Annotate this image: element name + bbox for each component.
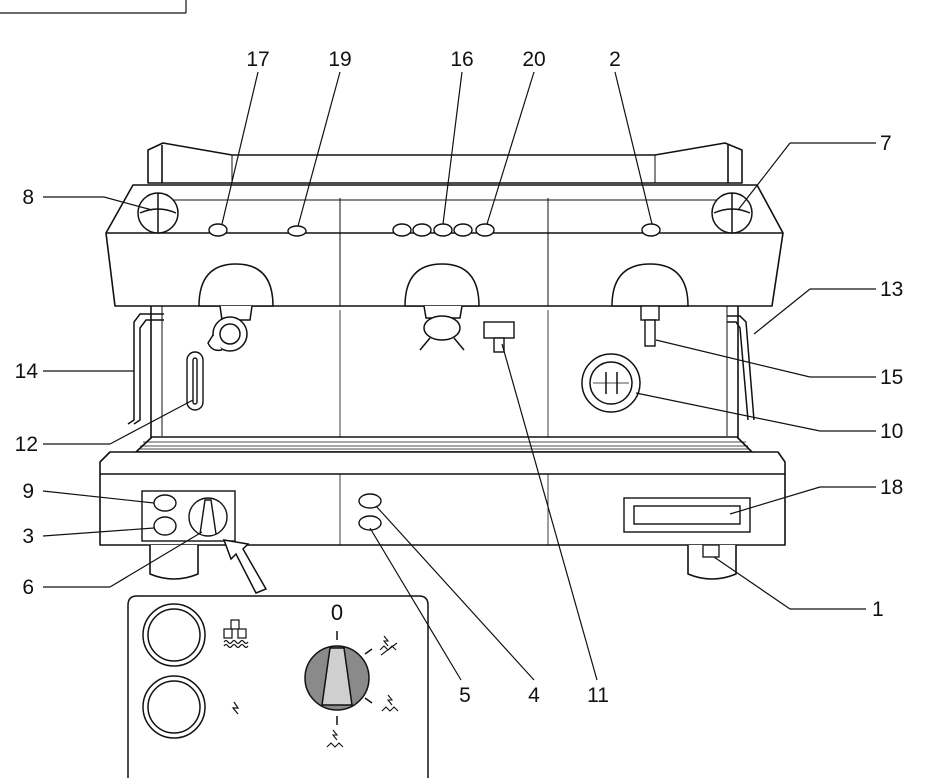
lcd-display xyxy=(623,497,751,533)
callout-2: 2 xyxy=(609,48,621,71)
lightning-heater-full-icon xyxy=(326,729,344,748)
detail-inset xyxy=(127,595,429,778)
heater-elements-icon xyxy=(223,619,249,649)
steam-knob-left xyxy=(137,192,179,234)
callout-8: 8 xyxy=(22,186,34,209)
portafilter-center xyxy=(419,305,465,351)
steam-wands xyxy=(127,313,755,425)
callout-5: 5 xyxy=(459,684,471,707)
callout-10: 10 xyxy=(880,420,903,443)
callout-19: 19 xyxy=(328,48,351,71)
callout-14: 14 xyxy=(15,360,39,383)
callout-11: 11 xyxy=(587,684,609,707)
callout-1: 1 xyxy=(872,598,884,621)
top-buttons xyxy=(208,223,661,237)
callout-3: 3 xyxy=(22,525,34,548)
machine-body xyxy=(99,142,786,580)
hot-water-spout xyxy=(483,321,515,353)
frame-lines xyxy=(0,0,187,14)
callout-12: 12 xyxy=(15,433,38,456)
callout-16: 16 xyxy=(450,48,473,71)
callout-labels: 17 19 16 20 2 8 7 13 14 15 12 10 9 18 3 … xyxy=(15,48,904,707)
callout-20: 20 xyxy=(522,48,545,71)
steam-knob-right xyxy=(711,192,753,234)
leader-lines xyxy=(42,71,876,681)
callout-7: 7 xyxy=(880,132,892,155)
lower-control-panel xyxy=(141,490,236,542)
dial-zero-label: 0 xyxy=(331,600,343,625)
lightning-heater-crossed-icon xyxy=(379,635,398,656)
callout-6: 6 xyxy=(22,576,34,599)
group-heads xyxy=(198,263,689,307)
steam-spout-right xyxy=(640,305,660,347)
callout-4: 4 xyxy=(528,684,540,707)
callout-9: 9 xyxy=(22,480,34,503)
power-lightning-icon xyxy=(231,701,240,715)
portafilter-left xyxy=(207,305,253,352)
callout-18: 18 xyxy=(880,476,903,499)
adjustable-foot xyxy=(702,544,720,558)
pressure-gauge xyxy=(581,353,641,413)
lightning-heater-icon xyxy=(381,694,399,712)
callout-17: 17 xyxy=(246,48,269,71)
lower-center-buttons xyxy=(358,493,382,531)
callout-15: 15 xyxy=(880,366,903,389)
water-sight-glass xyxy=(186,351,204,411)
detail-arrow xyxy=(222,539,268,594)
callout-13: 13 xyxy=(880,278,903,301)
